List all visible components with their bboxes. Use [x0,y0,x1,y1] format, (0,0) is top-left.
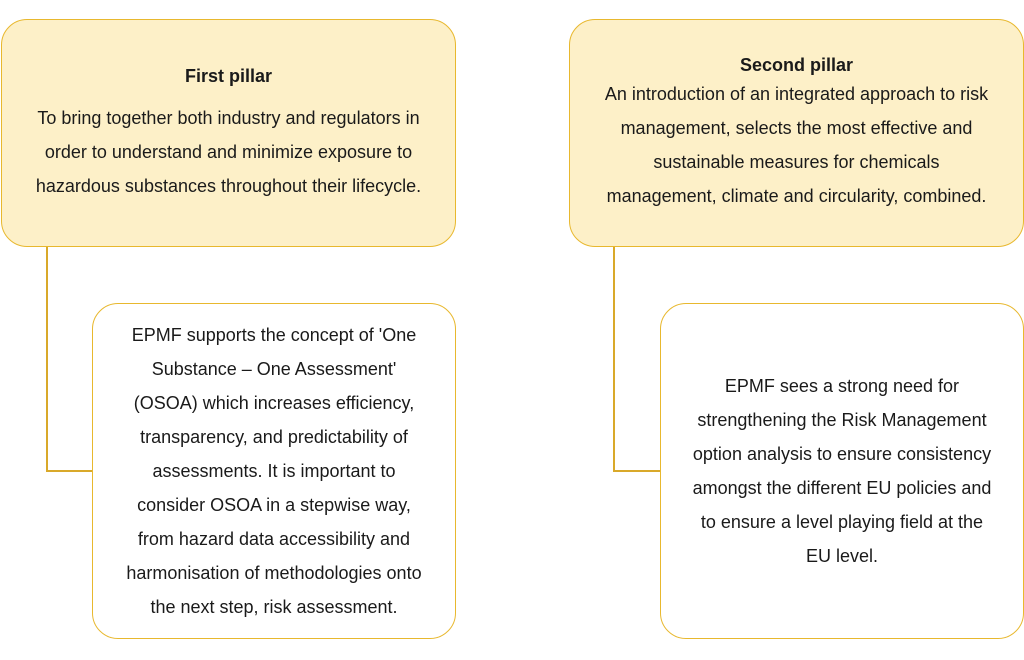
detail-line: EU level. [805,546,878,566]
first-pillar-detail-text: EPMF supports the concept of 'One Substa… [126,318,421,624]
second-pillar-line: An introduction of an integrated approac… [604,84,989,104]
first-pillar-text: To bring together both industry and regu… [36,101,421,203]
second-pillar-text: An introduction of an integrated approac… [605,77,988,213]
detail-line: assessments. It is important to [152,461,396,481]
first-pillar-line: hazardous substances throughout their li… [35,175,422,196]
detail-line: harmonisation of methodologies onto [126,563,422,583]
detail-line: amongst the different EU policies and [692,478,992,498]
detail-line: option analysis to ensure consistency [692,444,992,464]
second-pillar-title: Second pillar [739,55,854,75]
detail-line: to ensure a level playing field at the [700,512,984,532]
detail-line: Substance – One Assessment' [151,359,397,379]
detail-line: (OSOA) which increases efficiency, [133,393,415,413]
second-pillar-box: Second pillar An introduction of an inte… [569,19,1024,247]
detail-line: EPMF supports the concept of 'One [131,325,417,345]
connector-line-second-horizontal [613,470,661,472]
detail-line: transparency, and predictability of [140,427,408,447]
detail-line: consider OSOA in a stepwise way, [137,495,411,515]
detail-line: the next step, risk assessment. [150,597,398,617]
second-pillar-line: sustainable measures for chemicals [653,152,940,172]
first-pillar-line: To bring together both industry and regu… [37,107,420,128]
second-pillar-line: management, selects the most effective a… [620,118,973,138]
first-pillar-title: First pillar [184,65,273,86]
first-pillar-box: First pillar To bring together both indu… [1,19,456,247]
detail-line: from hazard data accessibility and [137,529,411,549]
connector-line-first [46,247,48,472]
connector-line-second [613,247,615,472]
second-pillar-detail-text: EPMF sees a strong need for strengthenin… [693,369,992,573]
connector-line-first-horizontal [46,470,93,472]
second-pillar-line: management, climate and circularity, com… [606,186,987,206]
second-pillar-detail-box: EPMF sees a strong need for strengthenin… [660,303,1024,639]
first-pillar-detail-box: EPMF supports the concept of 'One Substa… [92,303,456,639]
detail-line: EPMF sees a strong need for [724,376,960,396]
first-pillar-line: order to understand and minimize exposur… [44,141,413,162]
detail-line: strengthening the Risk Management [697,410,987,430]
